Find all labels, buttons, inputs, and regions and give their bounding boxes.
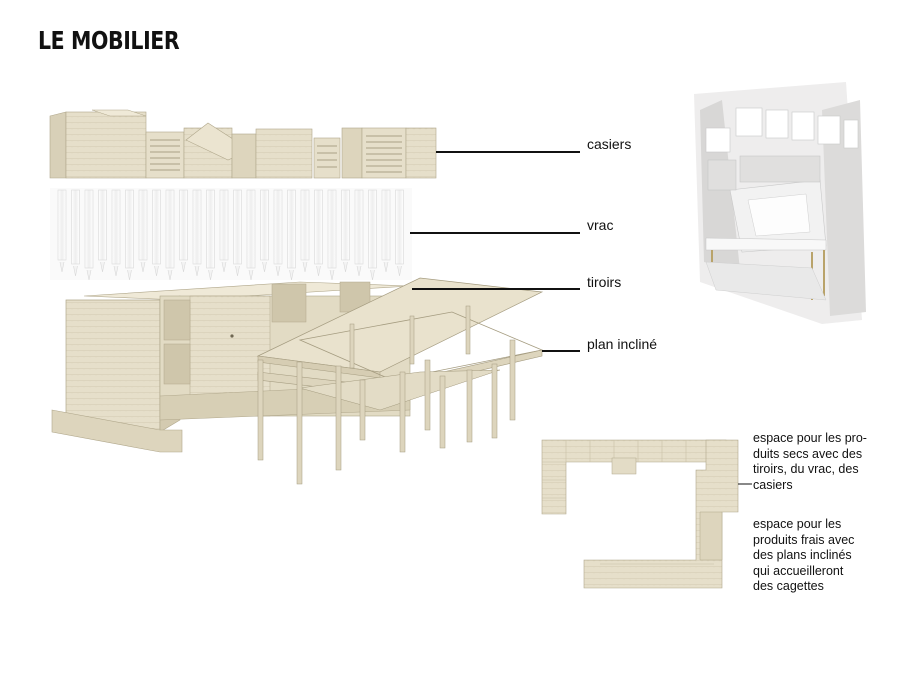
page-title: LE MOBILIER (38, 26, 180, 55)
dry-line: espace pour les pro- (753, 431, 867, 445)
dry-line: duits secs avec des (753, 446, 863, 461)
plan-view-diagram (541, 439, 752, 589)
label-plan-incline: plan incliné (587, 336, 658, 352)
fresh-line: qui accueilleront (753, 563, 844, 578)
leader-lines (410, 151, 580, 352)
vrac-module (50, 188, 412, 281)
label-vrac: vrac (587, 217, 614, 233)
fresh-line: produits frais avec (753, 532, 855, 547)
fresh-line: espace pour les (753, 517, 842, 531)
dry-line: casiers (753, 477, 793, 492)
label-casiers: casiers (587, 136, 632, 152)
render-image (694, 82, 866, 324)
fresh-line: des cagettes (753, 579, 824, 593)
fresh-products-description: espace pour les produits frais avec des … (753, 517, 900, 595)
dry-products-description: espace pour les pro- duits secs avec des… (753, 431, 900, 493)
dry-line: tiroirs, du vrac, des (753, 462, 859, 476)
label-tiroirs: tiroirs (587, 274, 622, 290)
casiers-module (49, 109, 437, 179)
fresh-line: des plans inclinés (753, 548, 852, 562)
plan-incline-module (256, 277, 544, 485)
